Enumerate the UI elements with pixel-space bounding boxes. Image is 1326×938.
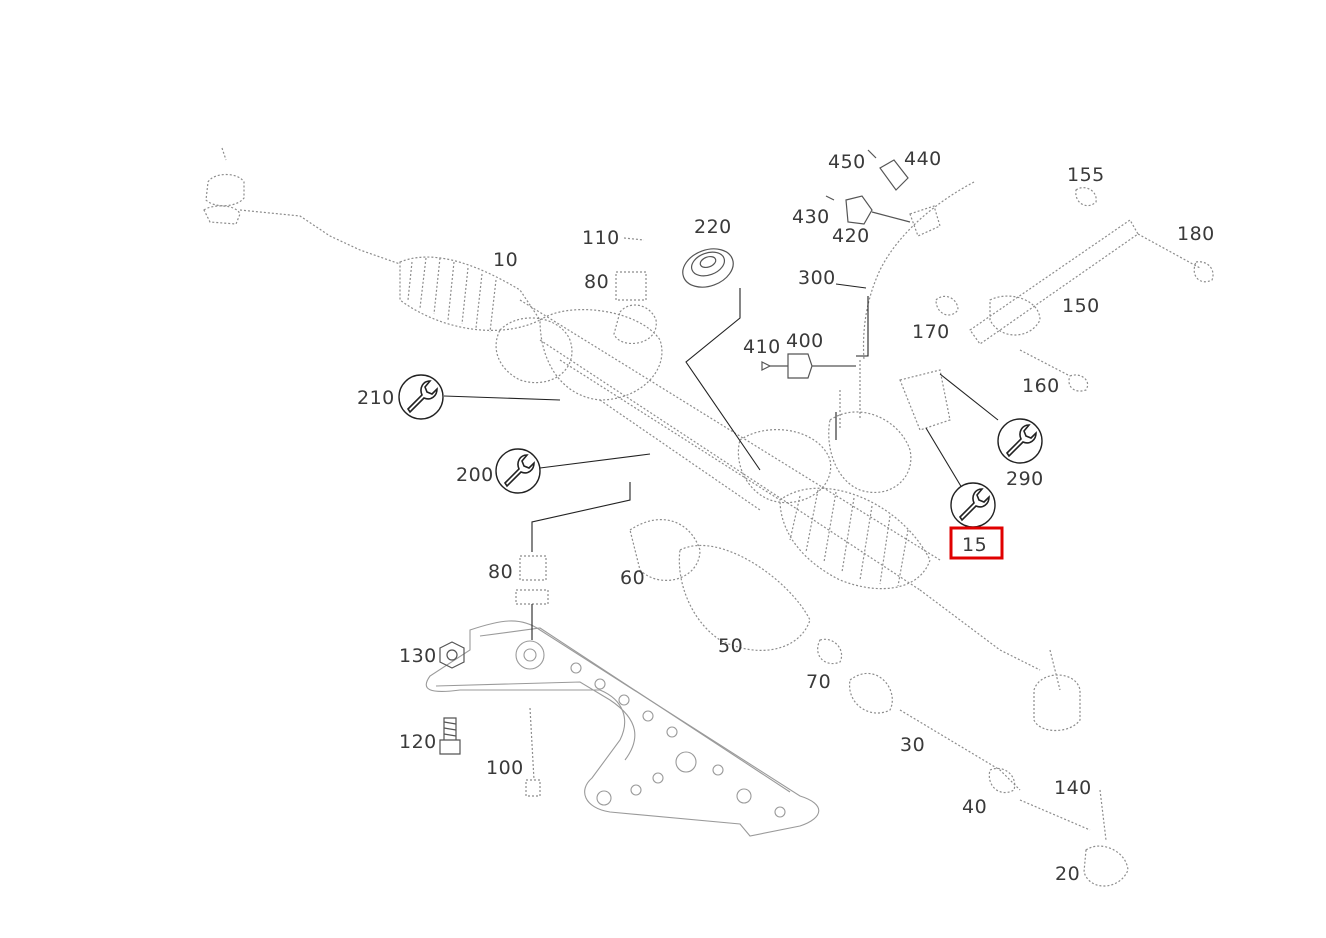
callout-40[interactable]: 40 xyxy=(962,796,987,818)
callout-70[interactable]: 70 xyxy=(806,671,831,693)
callout-30[interactable]: 30 xyxy=(900,734,925,756)
callout-450[interactable]: 450 xyxy=(828,151,866,173)
callout-180[interactable]: 180 xyxy=(1177,223,1215,245)
callout-140[interactable]: 140 xyxy=(1054,777,1092,799)
tool-callout-200[interactable] xyxy=(495,448,541,494)
callout-110[interactable]: 110 xyxy=(582,227,620,249)
callout-155[interactable]: 155 xyxy=(1067,164,1105,186)
callout-80-upper[interactable]: 80 xyxy=(584,271,609,293)
tool-callout-210[interactable] xyxy=(398,374,444,420)
wrench-icon xyxy=(495,448,541,494)
hardware-parts xyxy=(439,149,1214,887)
wrench-icon xyxy=(997,418,1043,464)
callout-410[interactable]: 410 xyxy=(743,336,781,358)
callout-290[interactable]: 290 xyxy=(1006,468,1044,490)
callout-220[interactable]: 220 xyxy=(694,216,732,238)
callout-420[interactable]: 420 xyxy=(832,225,870,247)
callout-440[interactable]: 440 xyxy=(904,148,942,170)
callout-200[interactable]: 200 xyxy=(456,464,494,486)
callout-20[interactable]: 20 xyxy=(1055,863,1080,885)
callout-80-lower[interactable]: 80 xyxy=(488,561,513,583)
selected-part-highlight xyxy=(949,526,1004,560)
left-bellows xyxy=(399,256,541,333)
callout-120[interactable]: 120 xyxy=(399,731,437,753)
front-subframe xyxy=(425,620,820,837)
leader-lines xyxy=(443,283,999,640)
callout-100[interactable]: 100 xyxy=(486,757,524,779)
callout-15[interactable]: 15 xyxy=(962,534,987,556)
tool-callout-290[interactable] xyxy=(997,418,1043,464)
wrench-icon xyxy=(950,482,996,528)
callout-50[interactable]: 50 xyxy=(718,635,743,657)
callout-10[interactable]: 10 xyxy=(493,249,518,271)
callout-170[interactable]: 170 xyxy=(912,321,950,343)
steering-rack-assembly xyxy=(203,147,1081,732)
callout-130[interactable]: 130 xyxy=(399,645,437,667)
callout-60[interactable]: 60 xyxy=(620,567,645,589)
callout-430[interactable]: 430 xyxy=(792,206,830,228)
callout-210[interactable]: 210 xyxy=(357,387,395,409)
right-bellows xyxy=(779,487,931,590)
callout-400[interactable]: 400 xyxy=(786,330,824,352)
tool-callout-15[interactable] xyxy=(950,482,996,528)
part-callouts: 10 15 20 30 40 50 60 70 80 80 100 110 12… xyxy=(357,148,1215,885)
callout-300[interactable]: 300 xyxy=(798,267,836,289)
wrench-icon xyxy=(398,374,444,420)
callout-150[interactable]: 150 xyxy=(1062,295,1100,317)
callout-160[interactable]: 160 xyxy=(1022,375,1060,397)
